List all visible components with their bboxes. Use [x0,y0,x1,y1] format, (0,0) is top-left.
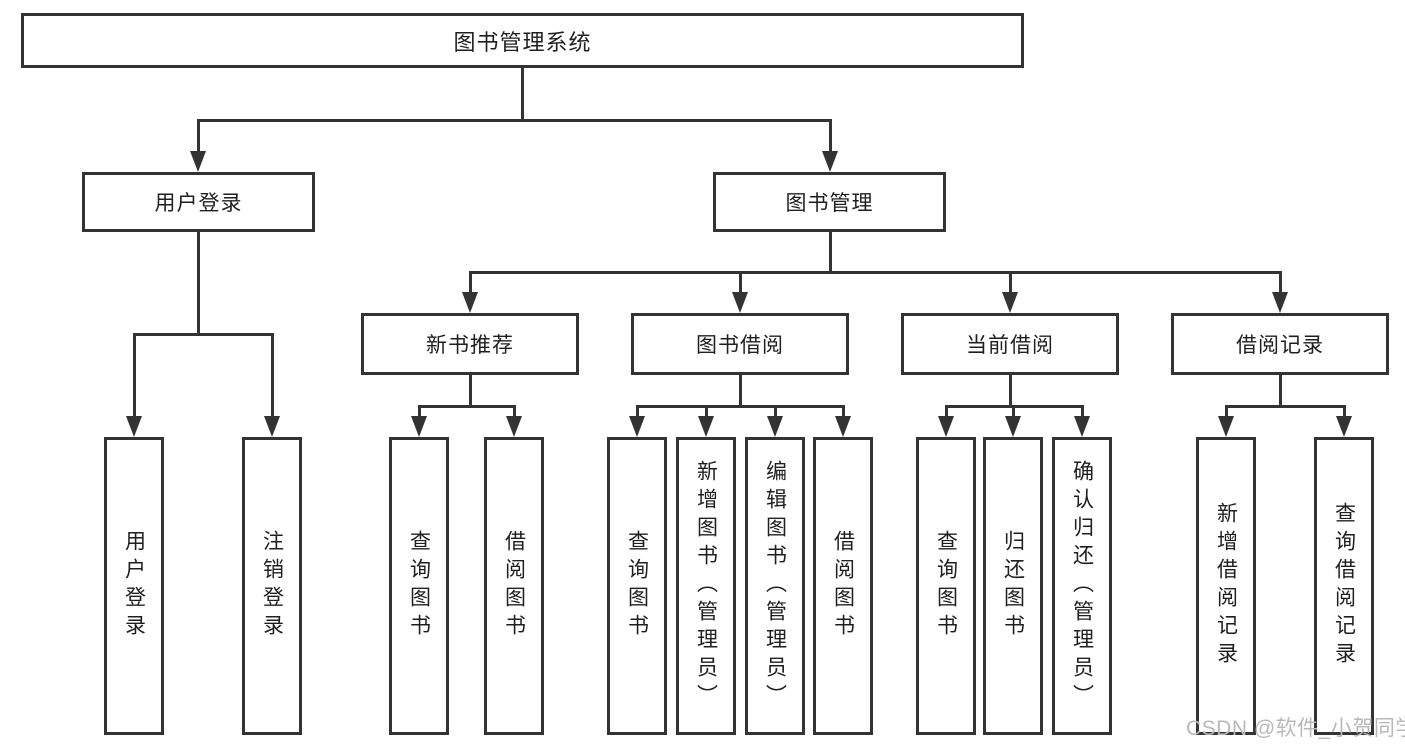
arrowhead-icon [767,416,783,437]
leaf-user-login: 用户登录 [104,437,164,735]
connector-to-leaf [842,405,845,419]
connector-to-user-login [197,119,200,155]
csdn-watermark: CSDN @软件_小贺同学 [1186,717,1405,740]
node-label: 图书管理 [785,192,874,215]
leaf-query-books-recommend: 查询图书 [389,437,449,735]
node-label: 图书借阅 [696,334,784,357]
node-label: 查询借阅记录 [1332,502,1356,670]
connector-group-stem [1009,375,1012,407]
node-library-system: 图书管理系统 [21,13,1024,68]
connector-to-leaf [133,333,136,418]
arrowhead-icon [506,416,522,437]
node-label: 借阅图书 [502,530,526,642]
node-user-login: 用户登录 [82,172,315,232]
arrowhead-icon [1005,416,1021,437]
connector-to-leaf [1081,405,1084,419]
leaf-return-book: 归还图书 [983,437,1043,735]
connector-group-bar [418,405,515,408]
node-book-borrow: 图书借阅 [631,313,849,375]
leaf-query-borrow-record: 查询借阅记录 [1314,437,1374,735]
connector-to-module [469,271,472,296]
arrowhead-icon [938,416,954,437]
connector-book-mgmt-stem [829,232,832,273]
arrowhead-icon [1218,416,1234,437]
node-label: 用户登录 [122,530,146,642]
connector-group-stem [739,375,742,407]
leaf-borrow-books: 借阅图书 [813,437,873,735]
arrowhead-icon [462,292,478,313]
connector-to-leaf [1225,405,1228,419]
node-label: 图书管理系统 [453,29,592,55]
node-label: 查询图书 [934,530,958,642]
connector-to-module [1009,271,1012,296]
connector-to-leaf [271,333,274,418]
connector-l3-bar [469,271,1281,274]
connector-to-leaf [705,405,708,419]
connector-root-stem [521,68,524,121]
arrowhead-icon [698,416,714,437]
arrowhead-icon [1272,292,1288,313]
leaf-add-borrow-record: 新增借阅记录 [1196,437,1256,735]
arrowhead-icon [1002,292,1018,313]
arrowhead-icon [126,416,142,437]
node-label: 新增借阅记录 [1214,502,1238,670]
node-new-book-recommend: 新书推荐 [361,313,579,375]
connector-user-login-stem [197,232,200,335]
connector-to-leaf [945,405,948,419]
node-label: 用户登录 [154,192,243,215]
arrowhead-icon [1336,416,1352,437]
node-label: 注销登录 [260,530,284,642]
arrowhead-icon [835,416,851,437]
node-label: 新书推荐 [426,334,514,357]
connector-to-leaf [1012,405,1015,419]
node-label: 查询图书 [625,530,649,642]
connector-to-book-management [829,119,832,155]
connector-l2-bar [197,119,832,122]
leaf-confirm-return-admin: 确认归还（管理员） [1052,437,1112,735]
node-label: 借阅图书 [831,530,855,642]
arrowhead-icon [822,151,838,172]
node-borrow-records: 借阅记录 [1171,313,1389,375]
leaf-logout: 注销登录 [242,437,302,735]
leaf-borrow-books-recommend: 借阅图书 [484,437,544,735]
connector-to-leaf [1343,405,1346,419]
connector-to-leaf [774,405,777,419]
arrowhead-icon [732,292,748,313]
node-label: 借阅记录 [1236,334,1324,357]
connector-to-leaf [513,405,516,419]
arrowhead-icon [190,151,206,172]
leaf-query-books-current: 查询图书 [916,437,976,735]
arrowhead-icon [411,416,427,437]
leaf-edit-book-admin: 编辑图书（管理员） [745,437,805,735]
arrowhead-icon [1074,416,1090,437]
node-label: 确认归还（管理员） [1070,460,1094,712]
connector-group-stem [469,375,472,407]
connector-user-login-bar [133,333,273,336]
connector-group-bar [636,405,844,408]
connector-group-bar [1225,405,1345,408]
node-label: 查询图书 [407,530,431,642]
connector-to-module [739,271,742,296]
connector-to-leaf [418,405,421,419]
connector-group-stem [1279,375,1282,407]
node-label: 新增图书（管理员） [694,460,718,712]
node-label: 编辑图书（管理员） [763,460,787,712]
connector-to-leaf [636,405,639,419]
node-label: 当前借阅 [966,334,1054,357]
arrowhead-icon [629,416,645,437]
connector-to-module [1279,271,1282,296]
leaf-add-book-admin: 新增图书（管理员） [676,437,736,735]
node-book-management: 图书管理 [713,172,946,232]
arrowhead-icon [264,416,280,437]
node-current-borrow: 当前借阅 [901,313,1119,375]
leaf-query-books-borrow: 查询图书 [607,437,667,735]
node-label: 归还图书 [1001,530,1025,642]
